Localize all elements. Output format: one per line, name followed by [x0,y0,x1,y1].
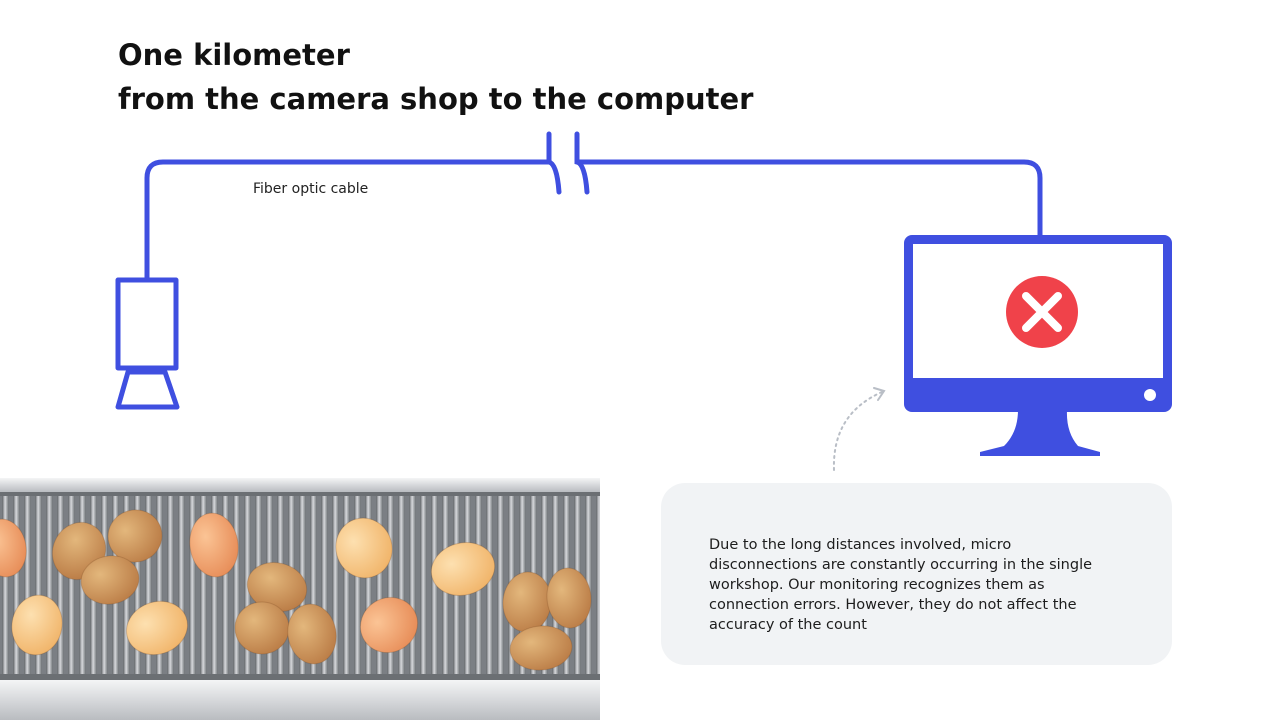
fiber-optic-cable [144,131,1043,283]
dotted-curved-arrow-icon [832,387,886,471]
error-x-icon [1006,276,1078,348]
info-note-text: Due to the long distances involved, micr… [709,537,1093,633]
page-title: One kilometer [118,38,350,72]
fiber-optic-cable-label: Fiber optic cable [253,181,369,197]
info-note: Due to the long distances involved, micr… [661,483,1172,665]
page-subtitle: from the camera shop to the computer [118,82,754,116]
camera-icon [115,277,180,410]
conveyor-belt-image [0,478,600,720]
